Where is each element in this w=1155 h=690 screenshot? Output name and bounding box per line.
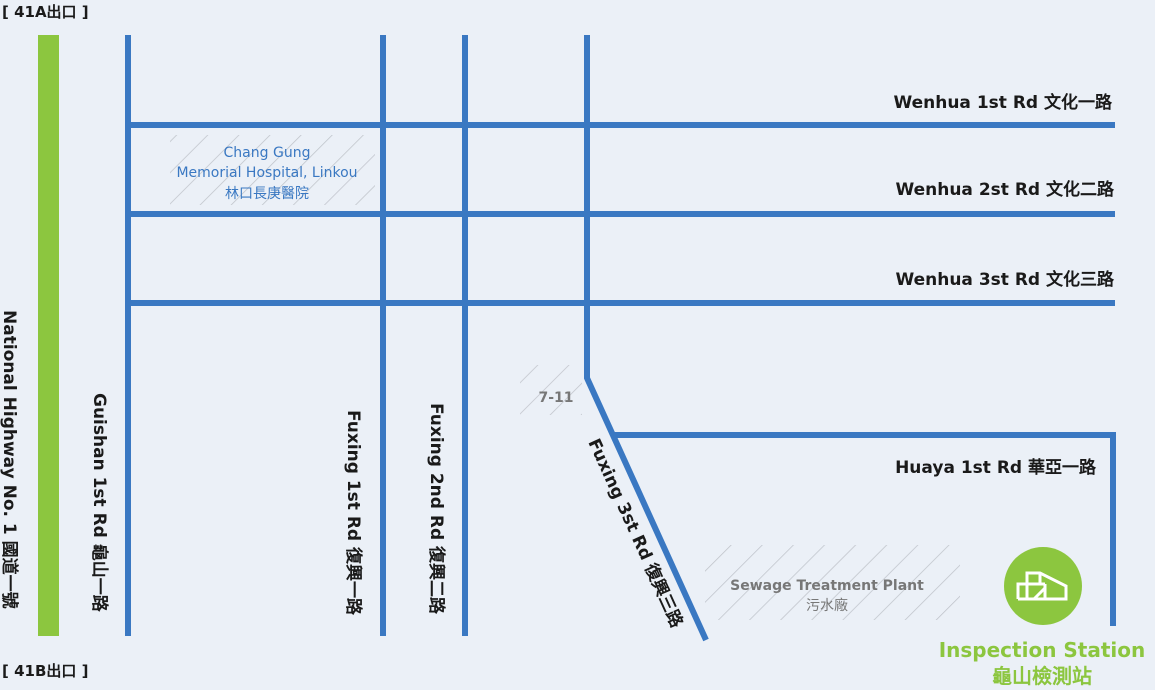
highway-label: National Highway No. 1 國道一號 bbox=[0, 310, 20, 609]
highway-road bbox=[38, 35, 59, 636]
fuxing3-label: Fuxing 3st Rd 復興三路 bbox=[583, 435, 687, 631]
station-label-zh: 龜山檢測站 bbox=[992, 664, 1092, 688]
sewage-area bbox=[705, 545, 960, 620]
fuxing3-road bbox=[584, 35, 709, 642]
wenhua2-label: Wenhua 2st Rd 文化二路 bbox=[895, 179, 1115, 200]
station-marker[interactable] bbox=[1004, 547, 1082, 625]
hospital-label-3: 林口長庚醫院 bbox=[225, 186, 309, 202]
store-area bbox=[520, 365, 582, 415]
sewage-label-1: Sewage Treatment Plant bbox=[730, 578, 924, 594]
store-label: 7-11 bbox=[538, 390, 573, 406]
hospital-area bbox=[170, 135, 375, 205]
hospital-label-2: Memorial Hospital, Linkou bbox=[176, 165, 357, 181]
sewage-label-2: 污水廠 bbox=[806, 597, 848, 614]
exit-41b-label: [ 41B出口 ] bbox=[2, 662, 88, 680]
huaya1-label: Huaya 1st Rd 華亞一路 bbox=[895, 457, 1097, 478]
huaya1-road bbox=[614, 432, 1116, 626]
station-label-en: Inspection Station bbox=[939, 638, 1146, 662]
fuxing2-label: Fuxing 2nd Rd 復興二路 bbox=[426, 403, 447, 615]
guishan-label: Guishan 1st Rd 龜山一路 bbox=[89, 393, 110, 613]
fuxing1-label: Fuxing 1st Rd 復興一路 bbox=[343, 410, 364, 616]
exit-41a-label: [ 41A出口 ] bbox=[2, 3, 89, 21]
wenhua3-label: Wenhua 3st Rd 文化三路 bbox=[895, 269, 1115, 290]
building-icon bbox=[1016, 571, 1068, 601]
wenhua1-label: Wenhua 1st Rd 文化一路 bbox=[893, 92, 1113, 113]
hospital-label-1: Chang Gung bbox=[224, 145, 311, 161]
